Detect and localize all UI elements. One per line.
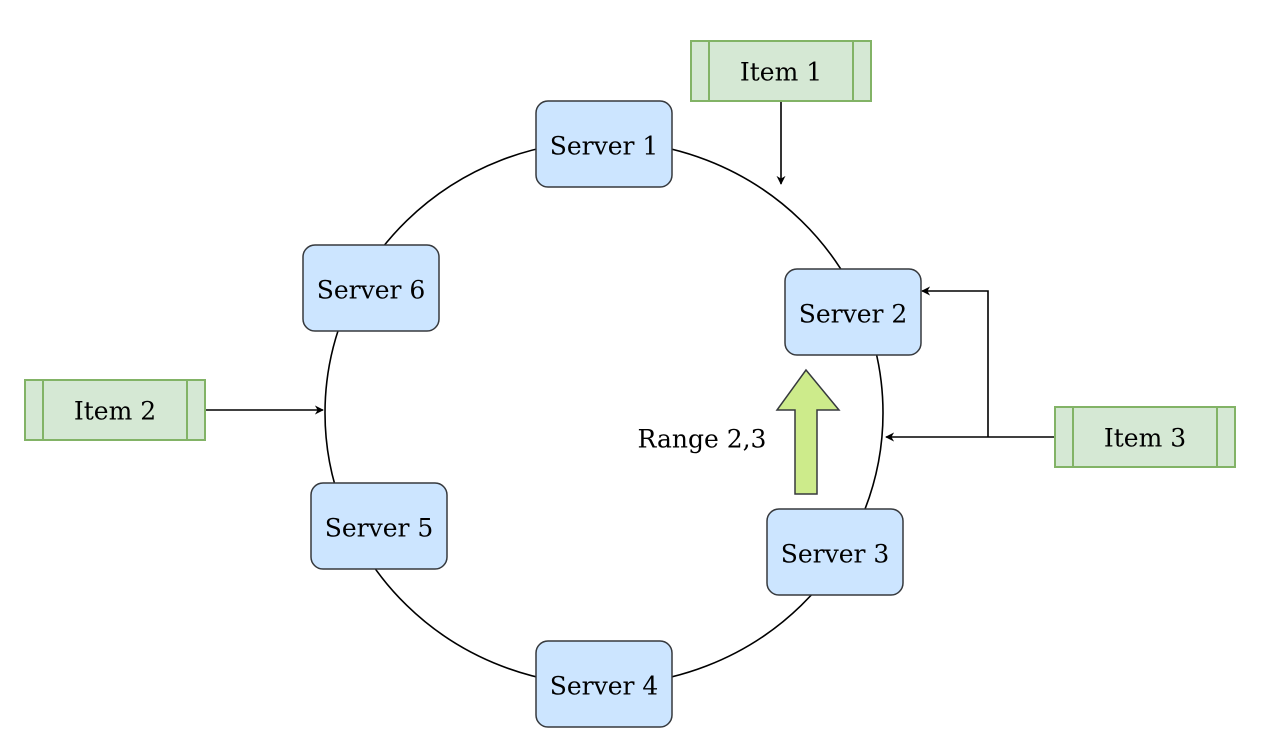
server-4[interactable]: Server 4: [535, 640, 673, 728]
server-3-label: Server 3: [781, 540, 890, 569]
item-2-label: Item 2: [74, 397, 156, 426]
item-2[interactable]: Item 2: [24, 379, 206, 441]
server-6-label: Server 6: [317, 276, 426, 305]
server-5[interactable]: Server 5: [310, 482, 448, 570]
server-1-label: Server 1: [550, 132, 659, 161]
server-1[interactable]: Server 1: [535, 100, 673, 188]
server-2-label: Server 2: [799, 300, 908, 329]
range-arrow: [775, 368, 841, 495]
range-label: Range 2,3: [638, 425, 767, 454]
item-3-server-2-connector: [921, 286, 989, 437]
item-1-label: Item 1: [740, 58, 822, 87]
item-3[interactable]: Item 3: [1054, 406, 1236, 468]
item-3-label: Item 3: [1104, 424, 1186, 453]
server-6[interactable]: Server 6: [302, 244, 440, 332]
server-3[interactable]: Server 3: [766, 508, 904, 596]
server-5-label: Server 5: [325, 514, 434, 543]
item-1[interactable]: Item 1: [690, 40, 872, 102]
server-2[interactable]: Server 2: [784, 268, 922, 356]
server-4-label: Server 4: [550, 672, 659, 701]
